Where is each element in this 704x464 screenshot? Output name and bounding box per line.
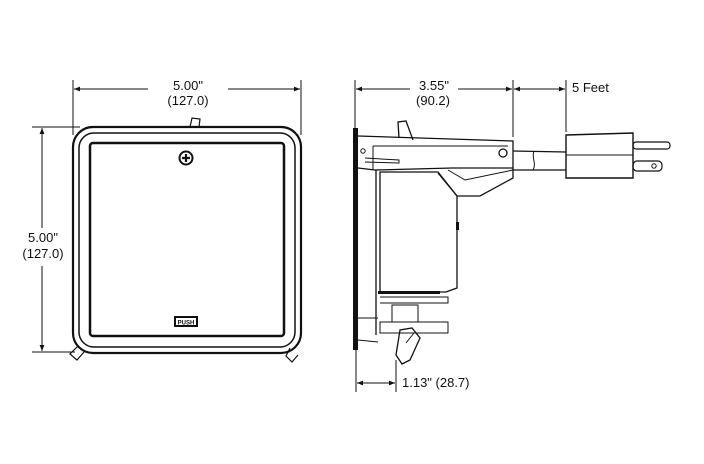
cover-door bbox=[88, 141, 286, 338]
housing bbox=[379, 171, 458, 293]
width-mm: (127.0) bbox=[167, 93, 208, 108]
width-inches: 5.00" bbox=[173, 78, 203, 93]
mounting-arm bbox=[357, 135, 514, 171]
height-inches: 5.00" bbox=[28, 230, 58, 245]
depth-inches: 3.55" bbox=[419, 78, 449, 93]
plug bbox=[565, 132, 634, 179]
latch bbox=[395, 327, 421, 365]
depth-mm: (90.2) bbox=[416, 93, 450, 108]
height-mm: (127.0) bbox=[22, 246, 63, 261]
ground-prong bbox=[632, 141, 671, 150]
front-view: 5.00" (127.0) 5.00" (127.0) PUSH bbox=[22, 78, 303, 363]
screw-icon bbox=[178, 150, 194, 166]
corner-tab bbox=[69, 345, 85, 361]
power-cord bbox=[512, 150, 567, 171]
inner-frame bbox=[78, 132, 296, 348]
protrusion-dimension: 1.13" (28.7) bbox=[402, 375, 470, 390]
blade-prong bbox=[632, 160, 663, 172]
side-view: 3.55" (90.2) 5 Feet bbox=[353, 78, 671, 392]
top-tab bbox=[189, 117, 201, 128]
flange bbox=[353, 128, 358, 350]
cord-length: 5 Feet bbox=[572, 80, 609, 95]
outer-frame bbox=[71, 125, 303, 355]
push-label: PUSH bbox=[178, 321, 195, 327]
